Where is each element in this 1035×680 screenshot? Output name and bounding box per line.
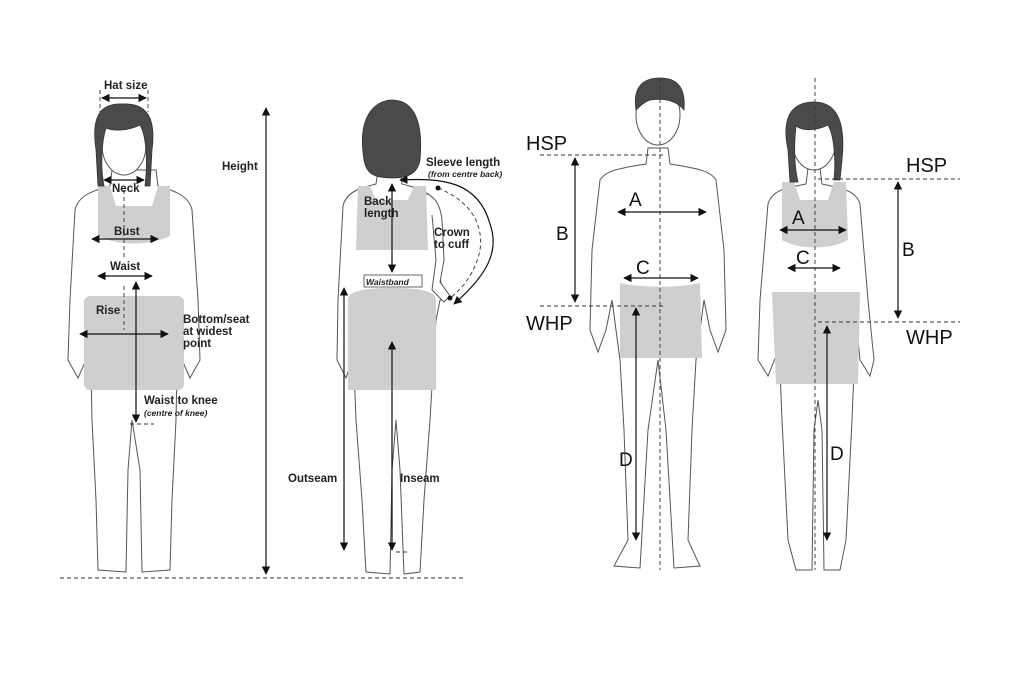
female-b-label: B (902, 240, 915, 261)
sleeve-length-arrow (399, 175, 494, 305)
male-a-label: A (629, 190, 642, 211)
centre-of-knee-note: (centre of knee) (144, 408, 207, 418)
rise-label: Rise (96, 305, 120, 317)
hat-size-label: Hat size (104, 80, 147, 92)
male-shorts-shade (620, 283, 702, 358)
male-hsp-label: HSP (526, 133, 567, 155)
crown-to-cuff-label-2: to cuff (434, 239, 469, 251)
bottom-seat-label-3: point (183, 338, 211, 350)
female-front-figure-2 (757, 101, 875, 571)
female2-hip-shade (772, 292, 860, 384)
female-front-figure (67, 103, 201, 573)
inseam-label: Inseam (400, 473, 440, 485)
bottom-seat-label-2: at widest (183, 326, 232, 338)
outseam-label: Outseam (288, 473, 337, 485)
waist-to-knee-label: Waist to knee (144, 395, 218, 407)
female-a-label: A (792, 208, 805, 229)
female-c-label: C (796, 248, 810, 269)
bust-label: Bust (114, 226, 140, 238)
back-length-label-2: length (364, 208, 399, 220)
sleeve-length-label: Sleeve length (426, 157, 500, 169)
female-whp-label: WHP (906, 327, 953, 349)
waist-label: Waist (110, 261, 140, 273)
from-centre-back-note: (from centre back) (428, 169, 502, 179)
bottom-seat-label-1: Bottom/seat (183, 314, 250, 326)
bust-shade (98, 186, 170, 244)
male-d-label: D (619, 450, 633, 471)
female-hsp-label: HSP (906, 155, 947, 177)
back-length-label-1: Back (364, 196, 392, 208)
male-c-label: C (636, 258, 650, 279)
neck-label: Neck (112, 183, 140, 195)
waistband-label: Waistband (366, 277, 410, 287)
male-front-figure (589, 77, 727, 569)
female-d-label: D (830, 444, 844, 465)
male-whp-label: WHP (526, 313, 573, 335)
hip-back-shade (348, 288, 436, 390)
height-label: Height (222, 161, 258, 173)
male-b-label: B (556, 224, 569, 245)
crown-to-cuff-label-1: Crown (434, 227, 470, 239)
